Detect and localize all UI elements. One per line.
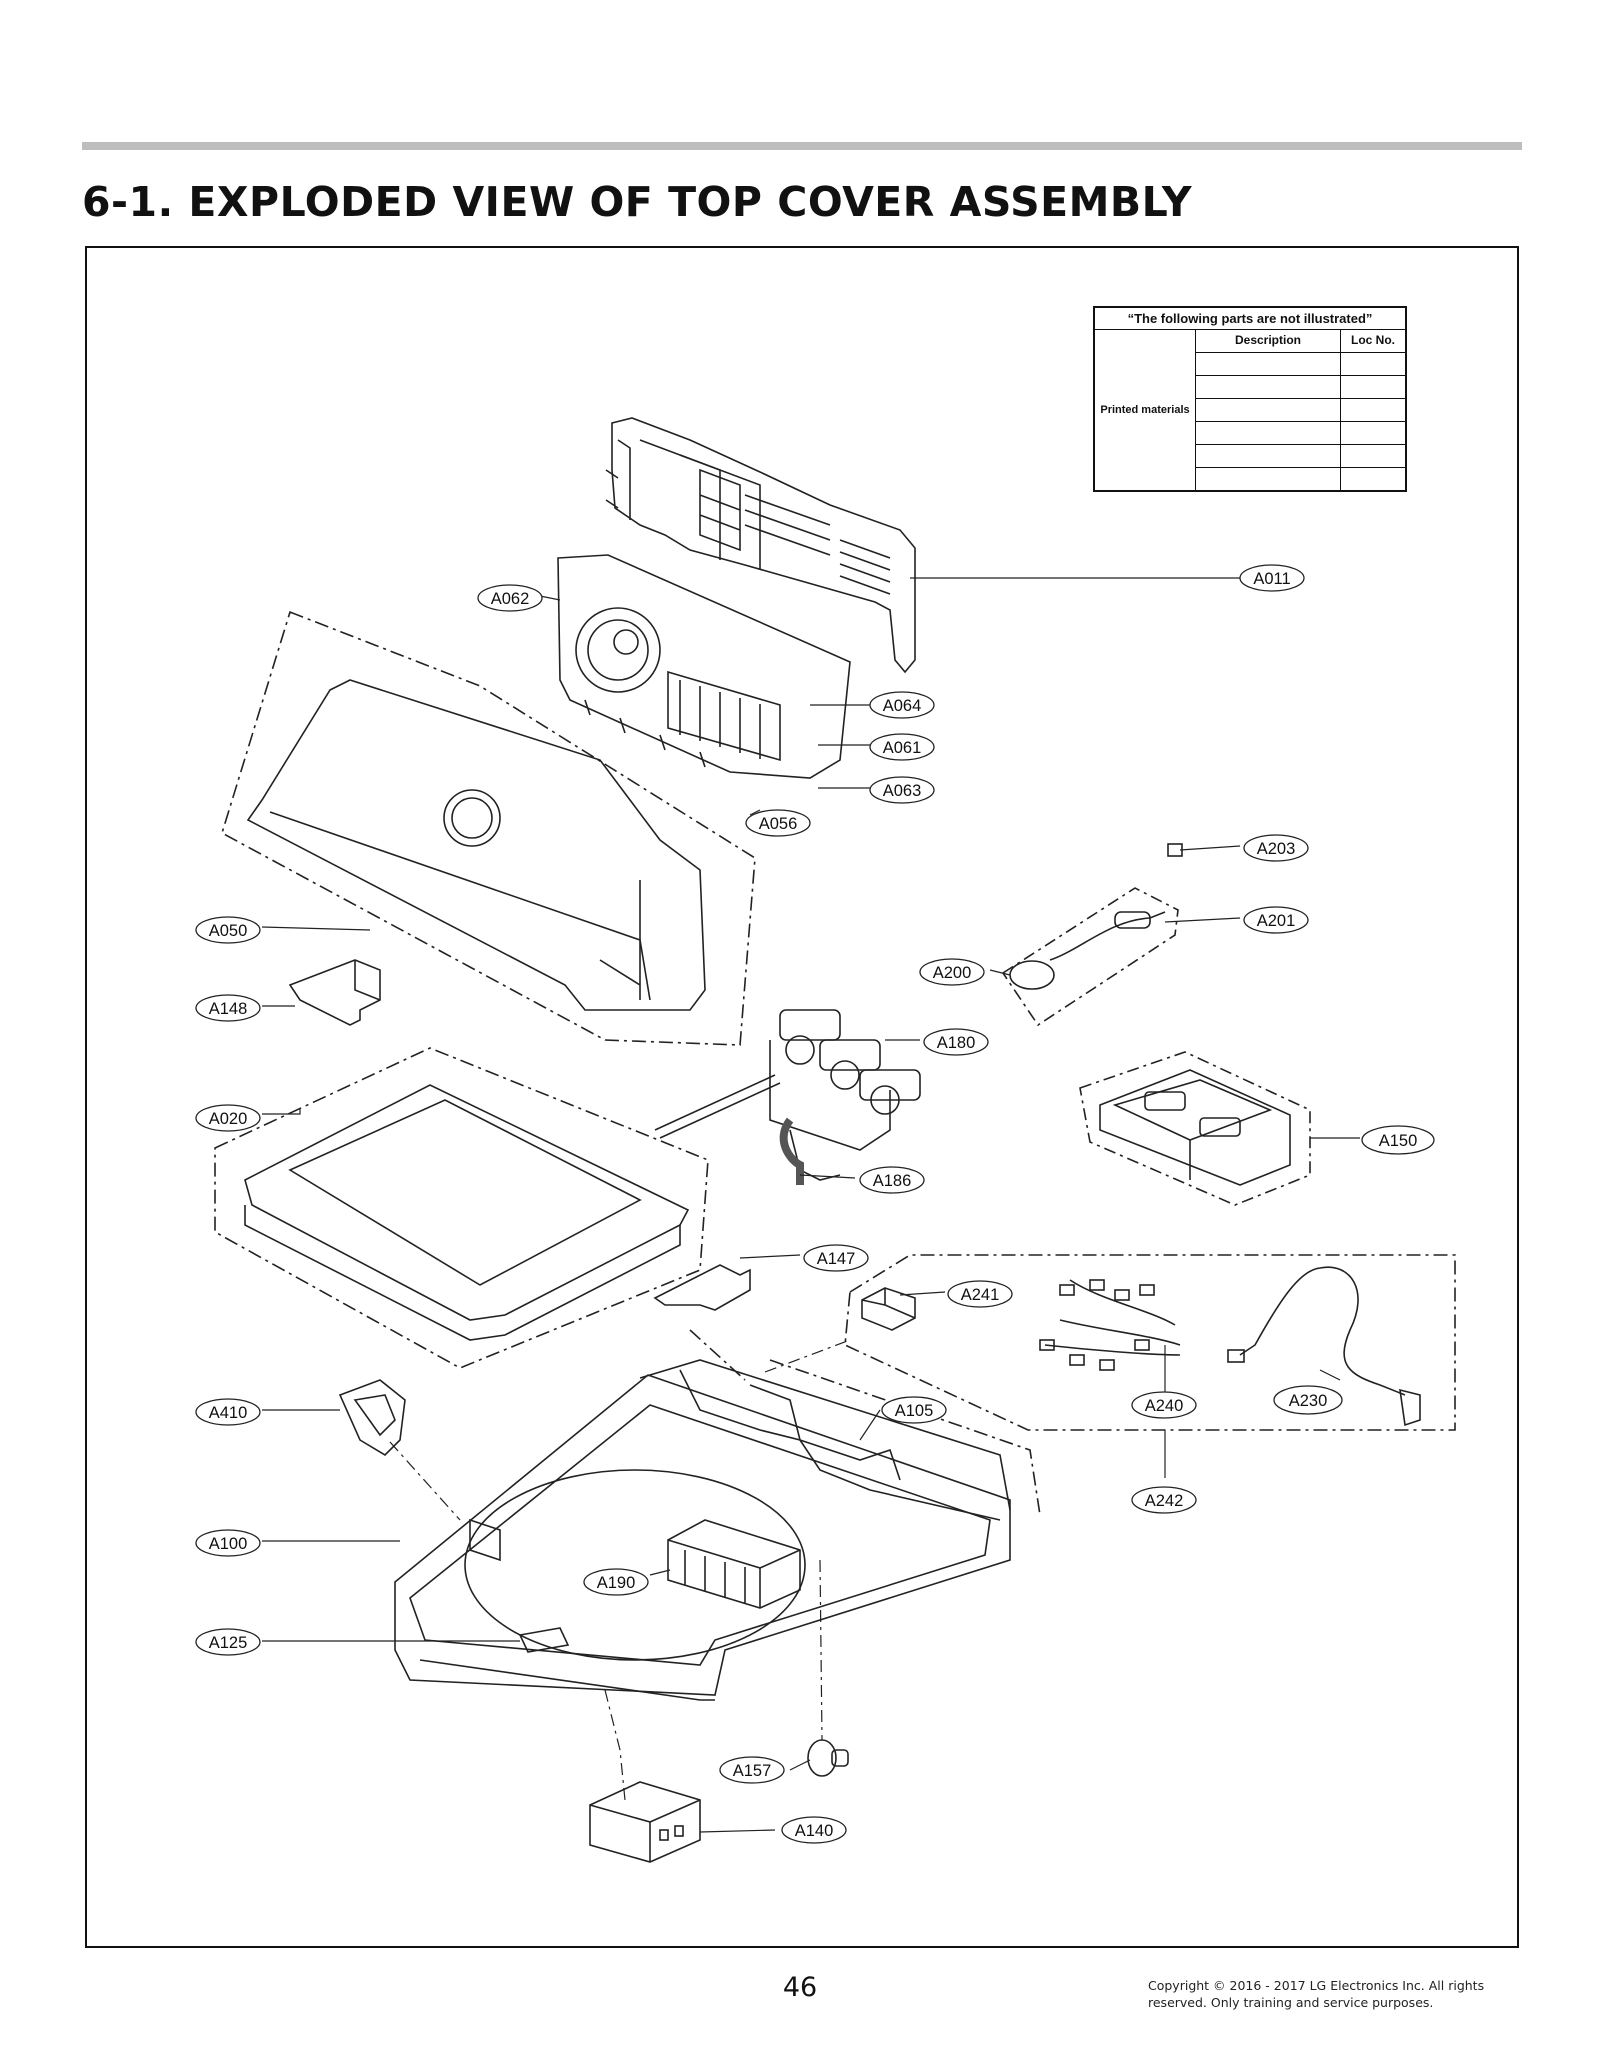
svg-text:A157: A157	[733, 1762, 772, 1780]
svg-text:A020: A020	[209, 1110, 248, 1128]
callout-a242: A242	[1131, 1486, 1197, 1514]
part-a062-control-pcb	[557, 554, 851, 779]
callout-a062: A062	[477, 584, 543, 612]
callout-a063: A063	[869, 776, 935, 804]
svg-text:A241: A241	[961, 1286, 1000, 1304]
svg-text:A148: A148	[209, 1000, 248, 1018]
svg-text:A011: A011	[1253, 570, 1290, 588]
part-a180-water-valve	[654, 1009, 921, 1181]
svg-text:A062: A062	[491, 590, 530, 608]
svg-text:A064: A064	[883, 697, 922, 715]
legend-row	[1196, 353, 1405, 376]
callout-a064: A064	[869, 691, 935, 719]
part-a410-cup	[338, 1379, 406, 1457]
svg-text:A063: A063	[883, 782, 922, 800]
svg-text:A240: A240	[1145, 1397, 1184, 1415]
part-a203-clip	[1167, 843, 1183, 857]
part-a230-power-cord	[1227, 1266, 1421, 1427]
legend-col-loc: Loc No.	[1351, 333, 1395, 347]
callout-a125: A125	[195, 1628, 261, 1656]
part-a125-handle	[518, 1627, 570, 1653]
callout-a150: A150	[1361, 1125, 1435, 1155]
copyright-line-2: reserved. Only training and service purp…	[1148, 1995, 1434, 2010]
legend-col-description: Description	[1196, 330, 1341, 352]
callout-a011: A011	[1239, 564, 1305, 592]
callout-a200: A200	[919, 958, 985, 986]
svg-text:A242: A242	[1145, 1492, 1184, 1510]
svg-text:A190: A190	[597, 1574, 636, 1592]
copyright-notice: Copyright © 2016 - 2017 LG Electronics I…	[1148, 1977, 1508, 2011]
not-illustrated-legend: “The following parts are not illustrated…	[1093, 306, 1407, 492]
legend-row	[1196, 445, 1405, 468]
callout-a186: A186	[859, 1166, 925, 1194]
svg-text:A056: A056	[759, 815, 798, 833]
callout-a148: A148	[195, 994, 261, 1022]
callout-a100: A100	[195, 1529, 261, 1557]
part-a147-bracket	[653, 1264, 751, 1311]
legend-column-headers: Description Loc No.	[1196, 330, 1405, 353]
callout-a105: A105	[881, 1396, 947, 1424]
callout-a180: A180	[923, 1028, 989, 1056]
svg-text:A200: A200	[933, 964, 972, 982]
legend-header: “The following parts are not illustrated…	[1095, 308, 1405, 330]
svg-text:A125: A125	[209, 1634, 248, 1652]
callout-a056: A056	[745, 809, 811, 837]
svg-text:A100: A100	[209, 1535, 248, 1553]
callout-a140: A140	[781, 1816, 847, 1844]
svg-text:A201: A201	[1257, 912, 1296, 930]
page-number: 46	[782, 1972, 818, 2003]
part-a050-control-panel	[221, 610, 756, 1046]
svg-text:A150: A150	[1379, 1132, 1418, 1150]
callout-a203: A203	[1243, 834, 1309, 862]
part-a148-bracket	[288, 959, 381, 1026]
part-a150-dispenser	[1079, 1051, 1311, 1206]
svg-text:A147: A147	[817, 1250, 856, 1268]
part-a140-lock	[589, 1781, 701, 1863]
svg-text:A410: A410	[209, 1404, 248, 1422]
svg-text:A203: A203	[1257, 840, 1296, 858]
svg-text:A105: A105	[895, 1402, 934, 1420]
part-a190-box	[667, 1519, 801, 1609]
svg-text:A050: A050	[209, 922, 248, 940]
svg-text:A186: A186	[873, 1172, 912, 1190]
part-a020-lid	[214, 1047, 709, 1369]
part-a100-top-cover	[394, 1329, 1041, 1701]
diagram-frame	[85, 246, 1519, 1948]
part-a200-a201-pressure-switch	[1001, 887, 1179, 1027]
callout-a061: A061	[869, 733, 935, 761]
part-a241-block	[861, 1287, 916, 1331]
part-a011-rear-cover	[605, 417, 916, 674]
svg-text:A140: A140	[795, 1822, 834, 1840]
legend-row	[1196, 376, 1405, 399]
callout-a020: A020	[195, 1104, 261, 1132]
part-a186-hose	[779, 1117, 804, 1185]
legend-group-label: Printed materials	[1095, 330, 1196, 490]
callout-a147: A147	[803, 1244, 869, 1272]
callout-a201: A201	[1243, 906, 1309, 934]
callout-a240: A240	[1131, 1391, 1197, 1419]
copyright-line-1: Copyright © 2016 - 2017 LG Electronics I…	[1148, 1978, 1485, 1993]
callout-a410: A410	[195, 1398, 261, 1426]
page-title: 6-1. EXPLODED VIEW OF TOP COVER ASSEMBLY	[82, 178, 1193, 226]
legend-row	[1196, 422, 1405, 445]
header-rule	[82, 142, 1522, 150]
svg-text:A230: A230	[1289, 1392, 1328, 1410]
callout-a190: A190	[583, 1568, 649, 1596]
part-a240-harness	[1039, 1279, 1181, 1371]
legend-row	[1196, 468, 1405, 490]
part-harness-group-outline	[844, 1254, 1456, 1431]
part-a157-knob	[807, 1739, 849, 1777]
svg-text:A061: A061	[883, 739, 922, 757]
callout-a157: A157	[719, 1756, 785, 1784]
callout-a230: A230	[1273, 1385, 1343, 1415]
part-a105-frame	[749, 1384, 901, 1481]
svg-text:A180: A180	[937, 1034, 976, 1052]
legend-row	[1196, 399, 1405, 422]
callout-a050: A050	[195, 916, 261, 944]
callout-a241: A241	[947, 1280, 1013, 1308]
